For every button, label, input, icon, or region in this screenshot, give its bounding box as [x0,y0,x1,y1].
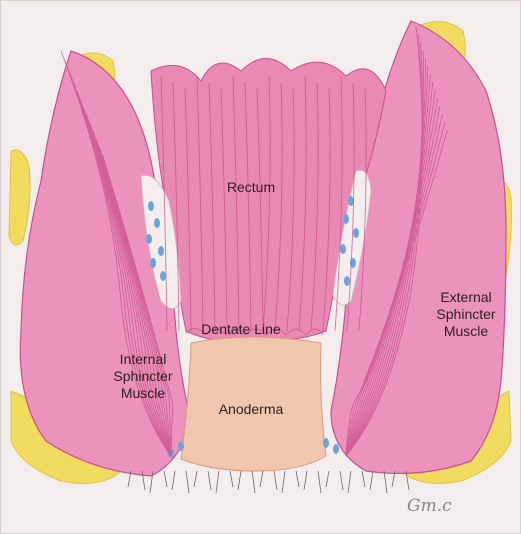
internal-sphincter-line-3: Muscle [93,385,193,402]
external-sphincter-label: External Sphincter Muscle [416,289,516,340]
hair-stroke [326,471,329,487]
hair-stroke [216,471,219,493]
dentate-line-label: Dentate Line [181,321,301,338]
hair-stroke [362,471,365,487]
hair-stroke [164,471,167,487]
vein-mark [150,258,156,268]
vein-mark [344,276,350,286]
vein-mark [146,234,152,244]
hair-stroke [340,471,343,490]
perianal-hairs [128,471,409,493]
vein-mark [323,438,329,448]
internal-sphincter-label: Internal Sphincter Muscle [93,351,193,402]
anoderma-label: Anoderma [201,401,301,418]
hair-stroke [296,471,299,487]
vein-mark [178,441,184,451]
vein-mark [343,214,349,224]
hair-stroke [370,471,373,490]
vein-mark [158,246,164,256]
external-sphincter-line-2: Sphincter [416,306,516,323]
hair-stroke [274,471,277,490]
hair-stroke [304,471,307,490]
hair-stroke [230,471,233,487]
artist-signature: Gm.c [407,496,452,516]
hair-stroke [194,471,197,487]
vein-mark [333,444,339,454]
hair-stroke [318,471,321,493]
external-sphincter-line-1: External [416,289,516,306]
internal-sphincter-line-1: Internal [93,351,193,368]
hair-stroke [172,471,175,490]
internal-sphincter-line-2: Sphincter [93,368,193,385]
hair-stroke [348,471,351,493]
vein-mark [160,271,166,281]
vein-mark [148,201,154,211]
vein-mark [154,218,160,228]
external-sphincter-line-3: Muscle [416,323,516,340]
hair-stroke [186,471,189,493]
hair-stroke [282,471,285,493]
hair-stroke [208,471,211,490]
hair-stroke [238,471,241,490]
hair-stroke [384,471,387,493]
hair-stroke [260,471,263,487]
fat-left-side [9,150,30,245]
vein-mark [353,228,359,238]
vein-mark [340,244,346,254]
rectum-label: Rectum [211,179,291,196]
hair-stroke [252,471,255,493]
